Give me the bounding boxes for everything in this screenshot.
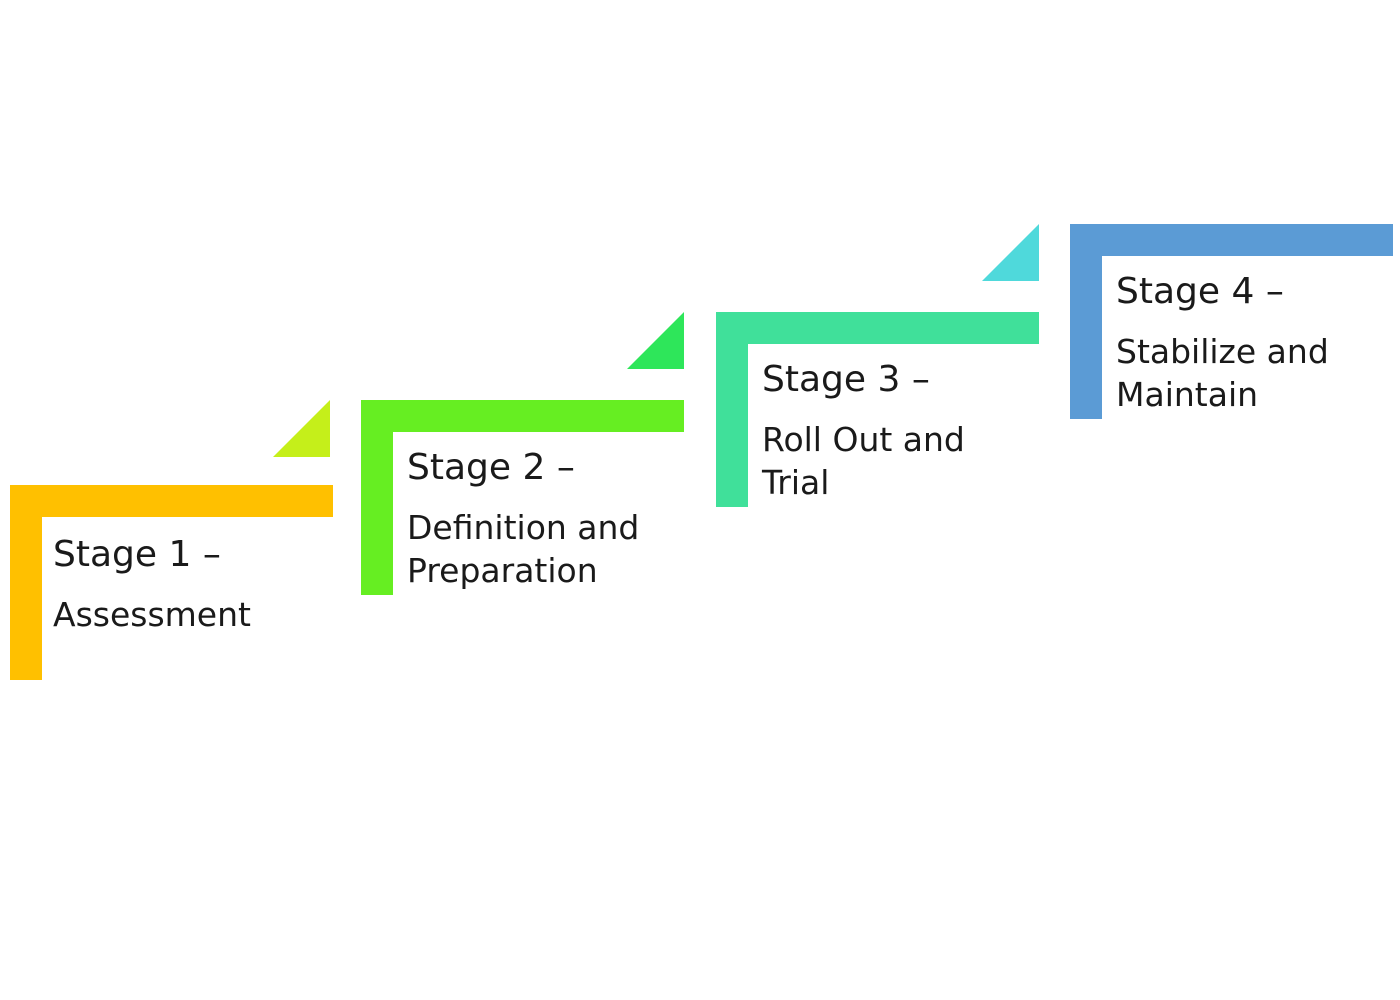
stage-1-description: Assessment xyxy=(53,595,251,634)
stage-3-top-bar xyxy=(716,312,1039,344)
stage-3-side-bar xyxy=(716,312,748,507)
stage-4-title: Stage 4 – xyxy=(1116,271,1284,312)
stage-2-title: Stage 2 – xyxy=(407,447,575,488)
stage-1-text: Stage 1 – Assessment xyxy=(53,533,353,636)
stage-4-description: Stabilize and Maintain xyxy=(1116,332,1329,414)
stage-2-description: Definition and Preparation xyxy=(407,508,640,590)
stage-1-top-bar xyxy=(10,485,333,517)
stage-2-side-bar xyxy=(361,400,393,595)
stage-1-title: Stage 1 – xyxy=(53,534,221,575)
stage-2-top-bar xyxy=(361,400,684,432)
stage-4-top-bar xyxy=(1070,224,1393,256)
stage-2-text: Stage 2 – Definition and Preparation xyxy=(407,446,707,592)
stage-2-corner-triangle xyxy=(627,312,684,369)
stage-1-side-bar xyxy=(10,485,42,680)
stage-3-corner-triangle xyxy=(982,224,1039,281)
stage-4-side-bar xyxy=(1070,224,1102,419)
stage-3-description: Roll Out and Trial xyxy=(762,420,965,502)
stage-3-title: Stage 3 – xyxy=(762,359,930,400)
stage-1-corner-triangle xyxy=(273,400,330,457)
stage-4-text: Stage 4 – Stabilize and Maintain xyxy=(1116,270,1400,416)
stage-3-text: Stage 3 – Roll Out and Trial xyxy=(762,358,1062,504)
